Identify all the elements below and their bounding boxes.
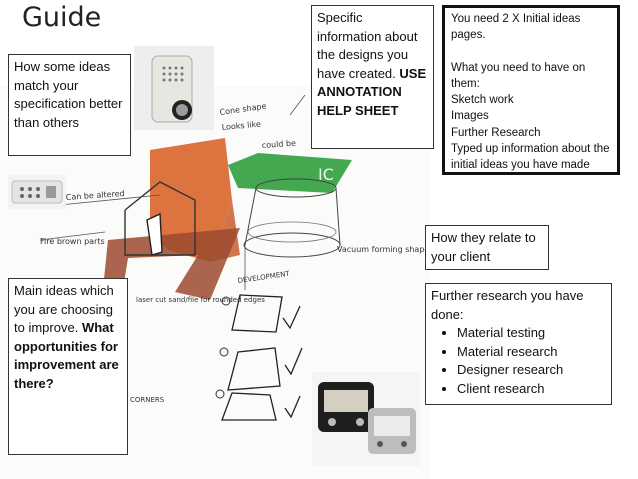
research-intro: Further research you have done: <box>431 288 584 322</box>
note-could: could be <box>262 139 297 150</box>
research-item: Designer research <box>457 361 606 380</box>
research-item: Material research <box>457 343 606 362</box>
note-vacuum: Vacuum forming shape <box>337 245 429 254</box>
requirements-line2: What you need to have on them: <box>451 61 586 90</box>
research-item: Material testing <box>457 324 606 343</box>
main-ideas-box: Main ideas which you are choosing to imp… <box>8 278 128 455</box>
spec-text: How some ideas match your specification … <box>14 59 123 130</box>
main-ideas-text: Main ideas which you are choosing to imp… <box>14 283 114 335</box>
product-photo-panel <box>8 175 66 209</box>
product-photo-radios <box>312 372 420 466</box>
requirements-item: Typed up information about the initial i… <box>451 143 610 172</box>
note-can-be: Can be altered <box>66 189 125 202</box>
research-box: Further research you have done: Material… <box>425 283 612 405</box>
note-corners: CORNERS <box>130 396 165 404</box>
note-fire: Fire brown parts <box>40 237 105 246</box>
requirements-item: Sketch work <box>451 94 514 107</box>
brown-frame <box>100 228 240 320</box>
requirements-item: Further Research <box>451 126 541 139</box>
annotation-text: Specific information about the designs y… <box>317 10 418 81</box>
note-looks: Looks like <box>221 120 261 132</box>
research-item: Client research <box>457 380 606 399</box>
page-title: Guide <box>22 2 102 33</box>
client-box: How they relate to your client <box>425 225 549 270</box>
note-laser: laser cut sand/file for rounded edges <box>136 296 265 304</box>
client-text: How they relate to your client <box>431 230 536 264</box>
annotation-box: Specific information about the designs y… <box>311 5 434 149</box>
note-ic: IC <box>318 165 334 184</box>
annotation-bold: USE ANNOTATION HELP SHEET <box>317 65 427 118</box>
requirements-box: You need 2 X Initial ideas pages. What y… <box>442 5 620 175</box>
green-shape <box>228 153 352 193</box>
main-ideas-bold: What opportunities for improvement are t… <box>14 320 119 391</box>
research-list: Material testing Material research Desig… <box>431 324 606 398</box>
spec-box: How some ideas match your specification … <box>8 54 131 156</box>
requirements-line1: You need 2 X Initial ideas pages. <box>451 13 581 42</box>
requirements-item: Images <box>451 110 489 123</box>
product-photo-speaker <box>134 46 214 130</box>
